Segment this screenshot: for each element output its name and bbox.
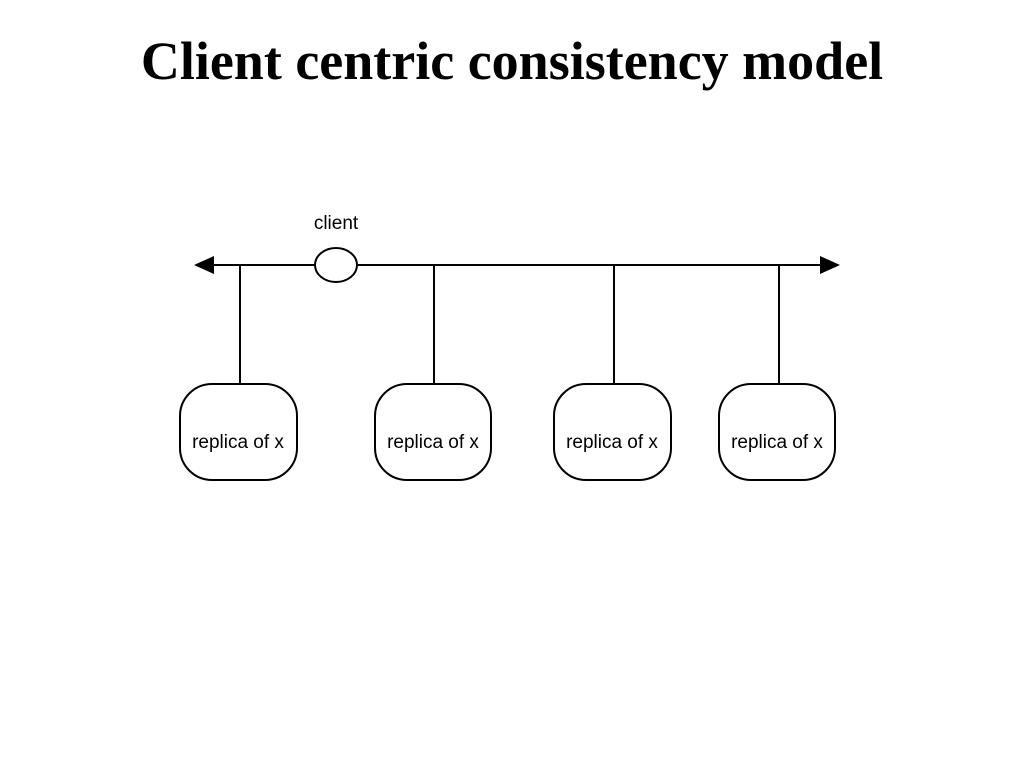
replica-label: replica of x [731,432,823,453]
replica-node: replica of x [374,383,492,481]
replica-node: replica of x [553,383,672,481]
replica-label: replica of x [387,432,479,453]
bus-arrow-left-icon [194,256,214,274]
client-node [314,247,358,283]
bus-arrow-right-icon [820,256,840,274]
replica-label: replica of x [566,432,658,453]
replica-node: replica of x [718,383,836,481]
replica-node: replica of x [179,383,298,481]
client-label: client [314,213,359,234]
replica-label: replica of x [192,432,284,453]
slide-title: Client centric consistency model [140,31,884,91]
